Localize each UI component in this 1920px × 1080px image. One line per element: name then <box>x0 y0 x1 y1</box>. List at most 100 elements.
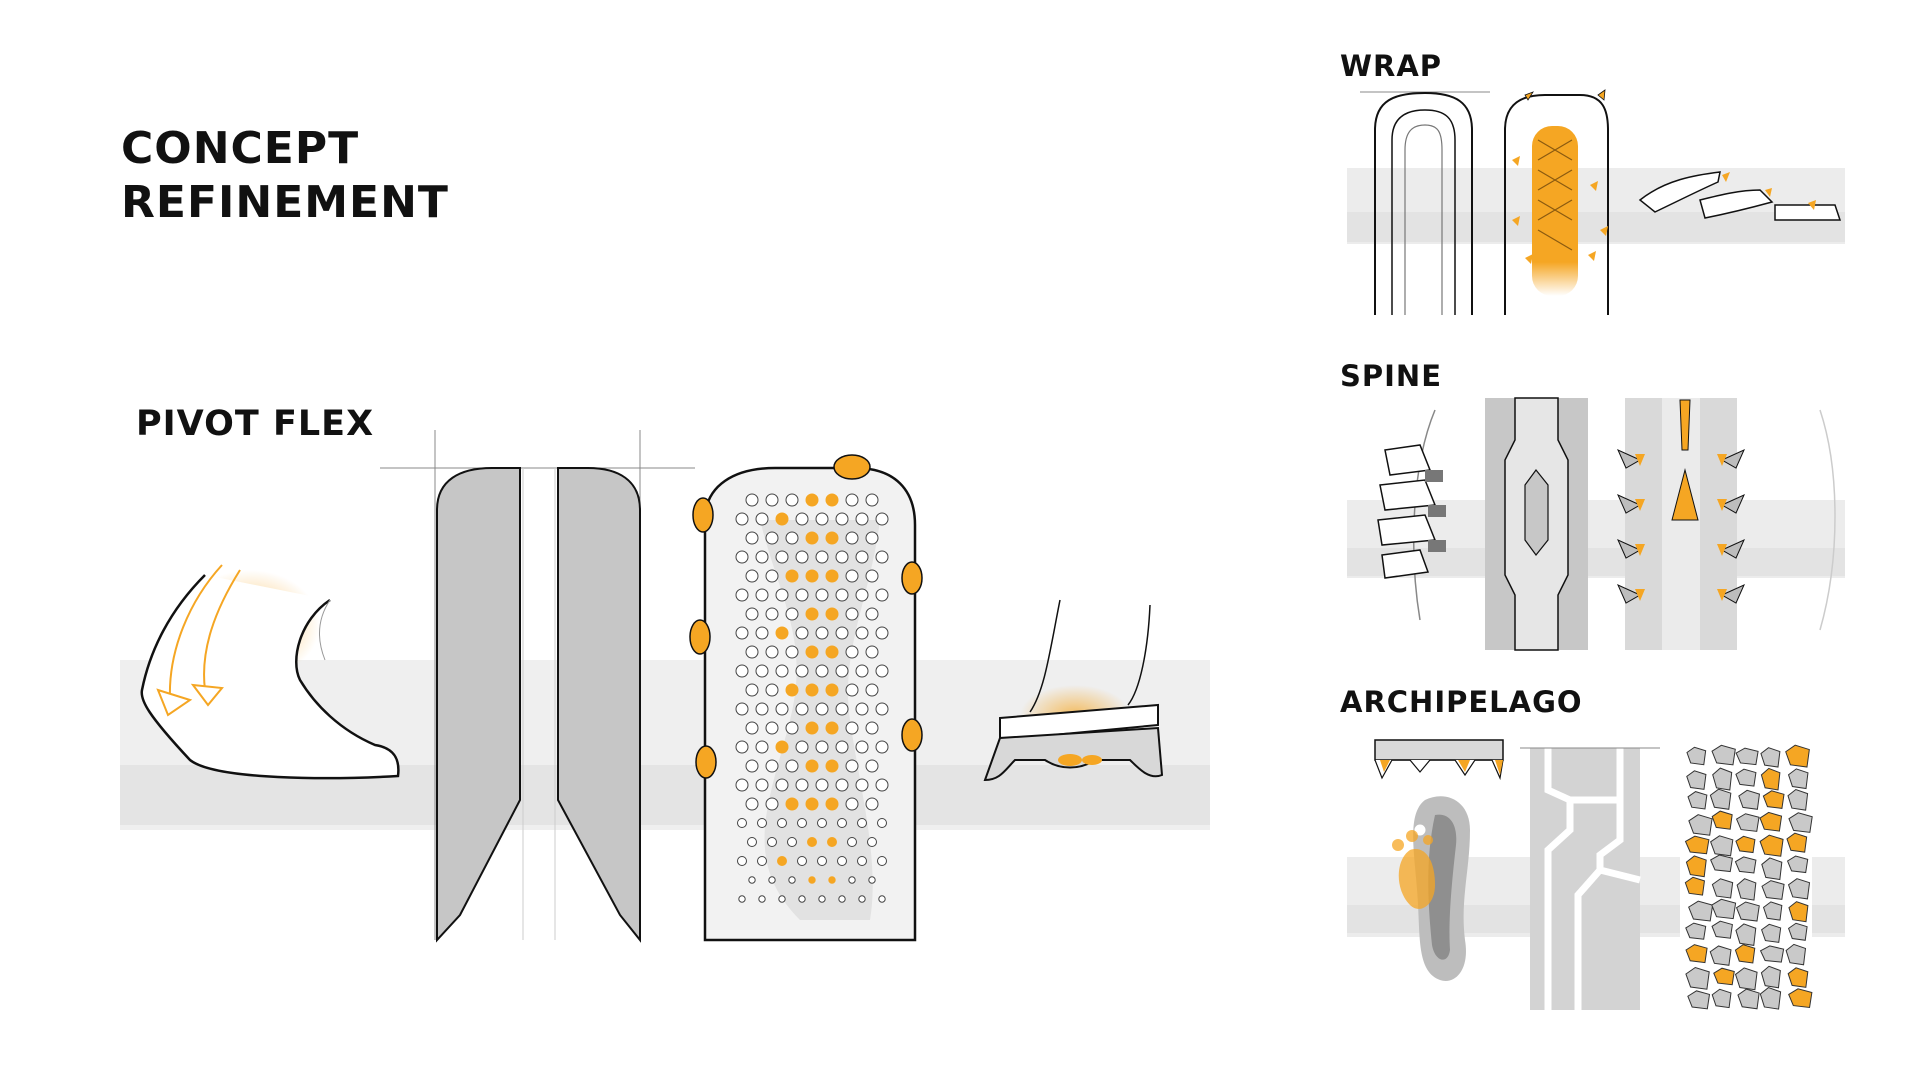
island-pod <box>1710 854 1733 873</box>
perforation-hole <box>797 856 807 866</box>
perforation-hole <box>775 588 789 602</box>
island-pod <box>1711 878 1734 899</box>
perforation-hole <box>848 876 856 884</box>
island-pod <box>1735 747 1759 766</box>
perforation-hole <box>805 569 819 583</box>
perforation-hole <box>738 895 746 903</box>
island-pod <box>1761 857 1783 881</box>
perforation-hole <box>757 856 767 866</box>
perforation-hole <box>845 569 859 583</box>
perforation-hole <box>865 493 879 507</box>
island-pod <box>1686 770 1707 790</box>
perforation-hole <box>735 702 749 716</box>
spine-spike <box>1720 494 1745 514</box>
page-title-line-1: CONCEPT <box>121 123 360 174</box>
perforation-hole <box>805 683 819 697</box>
perforation-hole <box>835 740 849 754</box>
archipelago-heading: ARCHIPELAGO <box>1340 685 1583 719</box>
perforation-hole <box>805 645 819 659</box>
perforation-hole <box>807 837 817 847</box>
pivot-flex-heading: PIVOT FLEX <box>136 404 375 444</box>
archipelago-group <box>1347 739 1845 1015</box>
perforation-hole <box>775 702 789 716</box>
island-pod <box>1738 789 1761 810</box>
archipelago-island-plate-sketch <box>1680 740 1813 1015</box>
perforation-hole <box>795 664 809 678</box>
perforation-hole <box>865 721 879 735</box>
island-pod <box>1760 747 1781 768</box>
perforation-hole <box>755 702 769 716</box>
perforation-hole <box>745 607 759 621</box>
perforation-hole <box>795 626 809 640</box>
perforation-hole <box>845 531 859 545</box>
island-pod <box>1788 812 1813 833</box>
perforation-hole <box>845 683 859 697</box>
perforation-hole <box>805 531 819 545</box>
perforation-hole <box>858 895 866 903</box>
perforation-hole <box>815 626 829 640</box>
perforation-hole <box>815 702 829 716</box>
perforation-hole <box>787 837 797 847</box>
perforation-hole <box>765 721 779 735</box>
wrap-side-profile-sketch <box>1638 171 1842 221</box>
perforation-hole <box>878 895 886 903</box>
island-pod <box>1687 791 1708 810</box>
perforation-hole <box>805 797 819 811</box>
island-pod <box>1762 790 1785 809</box>
archipelago-channel-plate-sketch <box>1520 747 1660 1010</box>
perforation-hole <box>767 837 777 847</box>
perforation-hole <box>825 683 839 697</box>
perforation-hole <box>745 759 759 773</box>
perforation-hole <box>755 740 769 754</box>
perforation-hole <box>748 876 756 884</box>
island-pod <box>1735 923 1757 946</box>
perforation-hole <box>775 626 789 640</box>
perforation-hole <box>785 721 799 735</box>
perforation-hole <box>735 778 749 792</box>
perforation-hole <box>735 512 749 526</box>
perforation-hole <box>755 664 769 678</box>
perforation-hole <box>815 740 829 754</box>
perforated-plate-sketch <box>689 454 923 942</box>
spine-node <box>1717 589 1727 601</box>
perforation-hole <box>795 778 809 792</box>
perforation-hole <box>825 797 839 811</box>
island-pod <box>1711 898 1737 920</box>
island-pod <box>1688 814 1713 836</box>
island-pod <box>1762 901 1783 921</box>
island-pod <box>1688 900 1714 922</box>
perforation-hole <box>768 876 776 884</box>
island-pod <box>1685 966 1710 990</box>
perforation-hole <box>827 837 837 847</box>
perforation-hole <box>845 493 859 507</box>
island-pod <box>1759 987 1782 1010</box>
perforation-hole <box>835 550 849 564</box>
perforation-hole <box>875 664 889 678</box>
perforation-hole <box>845 607 859 621</box>
spine-node <box>1635 544 1645 556</box>
wrap-group <box>1347 89 1845 315</box>
perforation-hole <box>855 740 869 754</box>
perforation-hole <box>765 797 779 811</box>
perforation-hole <box>865 569 879 583</box>
wrap-heading: WRAP <box>1340 49 1443 83</box>
perforation-hole <box>777 818 787 828</box>
island-pod <box>1787 967 1809 988</box>
wrap-u-plate-sketch <box>1360 91 1490 315</box>
island-pod <box>1788 988 1813 1008</box>
perforation-hole <box>815 550 829 564</box>
island-pod <box>1685 855 1707 878</box>
perforation-hole <box>865 645 879 659</box>
perforation-hole <box>817 818 827 828</box>
perforation-hole <box>795 702 809 716</box>
island-pod <box>1735 813 1760 832</box>
page-title: CONCEPT REFINEMENT <box>121 122 449 230</box>
perforation-hole <box>855 778 869 792</box>
perforation-hole <box>808 876 816 884</box>
island-pod <box>1713 967 1735 986</box>
perforation-hole <box>805 721 819 735</box>
island-pod <box>1787 768 1809 790</box>
perforation-hole <box>765 645 779 659</box>
perforation-hole <box>775 778 789 792</box>
perforation-hole <box>865 683 879 697</box>
